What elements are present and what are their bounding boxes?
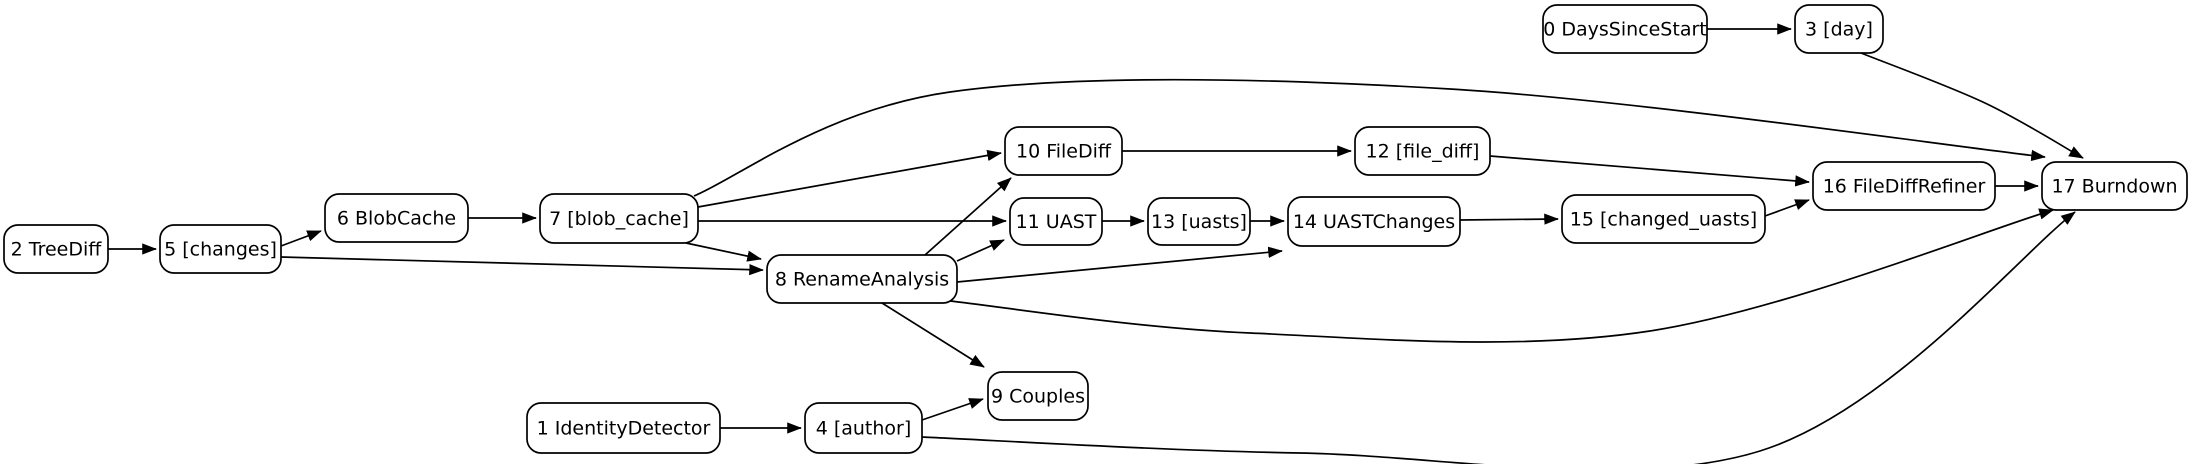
node-label: 11 UAST [1016, 211, 1097, 233]
node-box [1812, 161, 1996, 211]
edge-8-to-17 [949, 208, 2054, 343]
edge-3-to-17 [1860, 52, 2084, 159]
node-label: 17 Burndown [2051, 176, 2177, 198]
edge-5-to-6 [280, 230, 322, 247]
node-label: 5 [changes] [164, 239, 277, 261]
node-box [1794, 4, 1884, 54]
node-label: 14 UASTChanges [1293, 211, 1455, 233]
node-label: 6 BlobCache [337, 208, 456, 230]
node-1-identitydetector: 1 IdentityDetector [526, 402, 721, 454]
node-label: 15 [changed_uasts] [1570, 209, 1757, 231]
edge-8-to-14 [956, 246, 1283, 283]
node-box [324, 193, 469, 243]
node-0-dayssincestart: 0 DaysSinceStart [1542, 4, 1708, 54]
node-box [3, 224, 109, 274]
edge-8-to-10 [924, 177, 1012, 256]
node-box [804, 402, 923, 454]
node-label: 8 RenameAnalysis [775, 269, 949, 291]
node-17-burndown: 17 Burndown [2041, 161, 2188, 211]
edge-7-to-10 [697, 149, 1002, 208]
node-13-uasts: 13 [uasts] [1147, 197, 1251, 246]
node-11-uast: 11 UAST [1009, 197, 1103, 246]
node-label: 0 DaysSinceStart [1543, 19, 1706, 41]
edge-8-to-11 [956, 239, 1005, 262]
node-box [1147, 197, 1251, 246]
node-10-filediff: 10 FileDiff [1004, 126, 1123, 176]
node-14-uastchanges: 14 UASTChanges [1287, 196, 1461, 247]
node-label: 4 [author] [816, 418, 912, 440]
node-label: 16 FileDiffRefiner [1823, 176, 1986, 198]
edge-7-to-17 [693, 78, 2046, 197]
node-2-treediff: 2 TreeDiff [3, 224, 109, 274]
nodes-layer: 0 DaysSinceStart 3 [day] 2 TreeDiff 5 [chan… [3, 4, 2188, 454]
node-box [1354, 126, 1491, 176]
node-15-changed-uasts: 15 [changed_uasts] [1561, 194, 1766, 244]
node-7-blob-cache: 7 [blob_cache] [539, 193, 699, 244]
node-box [1542, 4, 1708, 54]
edge-15-to-16 [1764, 199, 1810, 217]
node-label: 2 TreeDiff [11, 239, 103, 261]
node-box [1287, 196, 1461, 247]
node-4-author: 4 [author] [804, 402, 923, 454]
node-box [987, 371, 1089, 421]
node-label: 3 [day] [1805, 19, 1873, 41]
edges-layer [108, 23, 2084, 464]
node-16-filediffrefiner: 16 FileDiffRefiner [1812, 161, 1996, 211]
edge-7-to-8 [685, 242, 762, 262]
node-box [1561, 194, 1766, 244]
node-box [1009, 197, 1103, 246]
edge-4-to-9 [921, 398, 984, 421]
node-label: 7 [blob_cache] [549, 208, 689, 230]
edge-4-to-17 [921, 211, 2076, 464]
edge-5-to-8 [280, 256, 764, 276]
node-6-blobcache: 6 BlobCache [324, 193, 469, 243]
node-box [766, 254, 958, 304]
node-box [159, 224, 282, 274]
node-label: 9 Couples [991, 386, 1085, 408]
node-box [1004, 126, 1123, 176]
node-box [2041, 161, 2188, 211]
edge-14-to-15 [1459, 213, 1559, 225]
node-5-changes: 5 [changes] [159, 224, 282, 274]
node-label: 1 IdentityDetector [537, 418, 711, 440]
node-12-file-diff: 12 [file_diff] [1354, 126, 1491, 176]
node-8-renameanalysis: 8 RenameAnalysis [766, 254, 958, 304]
node-box [539, 193, 699, 244]
node-9-couples: 9 Couples [987, 371, 1089, 421]
node-label: 12 [file_diff] [1366, 141, 1480, 163]
node-box [526, 402, 721, 454]
node-label: 13 [uasts] [1151, 211, 1247, 233]
node-label: 10 FileDiff [1016, 141, 1112, 163]
edge-8-to-9 [881, 302, 985, 368]
node-3-day: 3 [day] [1794, 4, 1884, 54]
edge-12-to-16 [1489, 155, 1810, 187]
